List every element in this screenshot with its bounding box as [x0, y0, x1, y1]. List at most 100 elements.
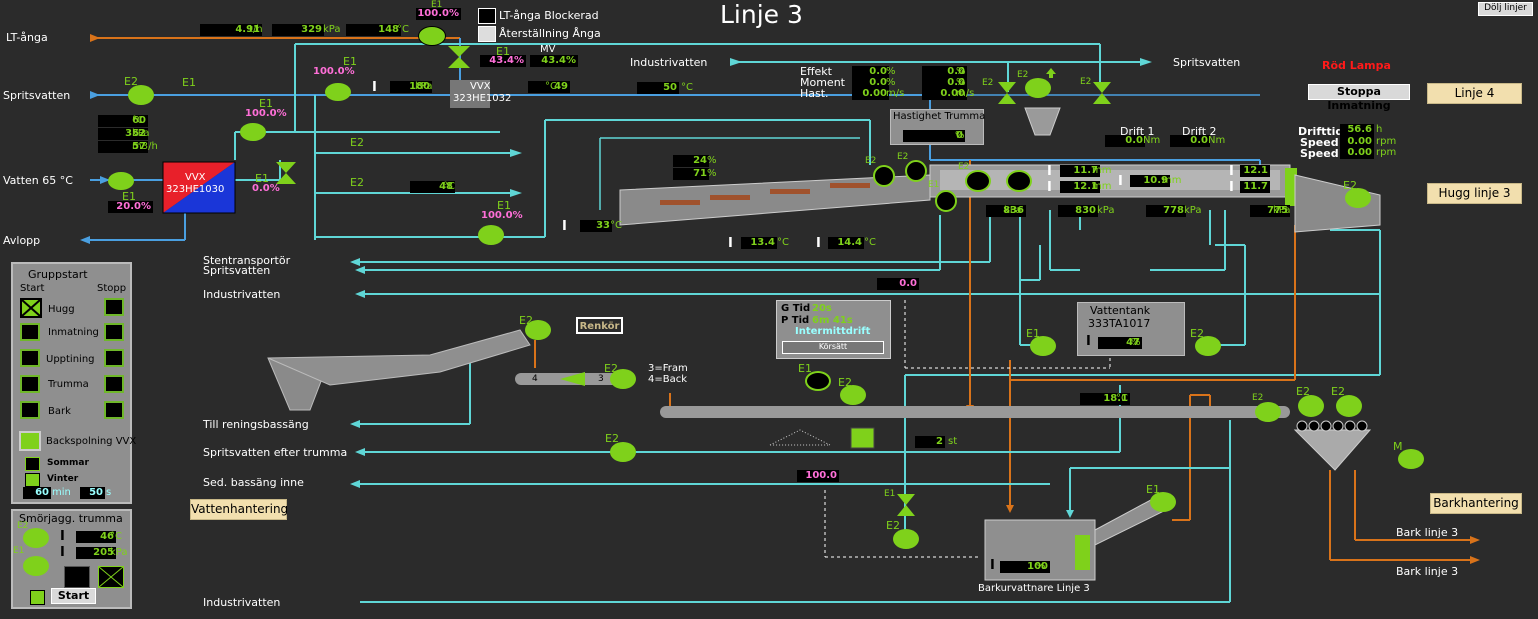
sprits-efter-pump-icon[interactable] [610, 442, 636, 462]
label-vatten65: Vatten 65 °C [3, 174, 73, 187]
drifttid-label: Drifttid [1298, 125, 1344, 138]
backflush-min-unit: min [52, 487, 71, 498]
hugg-line3-button[interactable]: Hugg linje 3 [1427, 183, 1522, 204]
reset-steam-checkbox[interactable] [478, 26, 496, 42]
drum-outlet-pump-icon[interactable] [1345, 188, 1371, 208]
label-spritsvatten-top: Spritsvatten [1173, 56, 1241, 69]
cleaner-pump-icon[interactable] [840, 385, 866, 405]
lt-blocked-label: LT-ånga Blockerad [499, 9, 599, 22]
bottom-valve-icon[interactable] [478, 225, 504, 245]
group-bark-stop-button[interactable] [104, 401, 124, 419]
vvx1030-id: 323HE1030 [166, 184, 225, 195]
steam-mv-label: MV [540, 44, 556, 55]
barkhantering-button[interactable]: Barkhantering [1430, 493, 1522, 514]
sprit-e2-label: E2 [124, 75, 138, 88]
gap5-value: 11.7 [1240, 181, 1270, 193]
lube-pressure-unit: kPa [110, 547, 128, 558]
hide-lines-button[interactable]: Dölj linjer [1478, 2, 1533, 16]
conveyor-motor-icon[interactable] [610, 369, 636, 389]
hot-water-pressure-unit: kPa [132, 128, 150, 139]
stone-conveyor-motor-icon[interactable] [525, 320, 551, 340]
backflush-min-value[interactable]: 60 [23, 487, 51, 499]
drum-spray-valve-d-icon[interactable] [935, 190, 957, 212]
group-hugg-stop-button[interactable] [104, 298, 124, 316]
pressure2-unit: kPa [1097, 205, 1115, 216]
group-trumma-start-button[interactable] [20, 375, 40, 393]
sommar-radio[interactable] [25, 457, 40, 471]
group-inmatning-start-button[interactable] [20, 323, 40, 341]
lt-blocked-checkbox[interactable] [478, 8, 496, 24]
sprit-e1b-valve-icon[interactable] [325, 83, 351, 101]
label-stentransport: Stentransportör [203, 254, 291, 267]
hot-water-e2-label2: E2 [350, 176, 364, 189]
lube-pump2-icon[interactable] [23, 556, 49, 576]
water-inlet-pct: 20.0% [108, 201, 153, 213]
count-unit: st [948, 436, 958, 447]
sprit-pump-icon[interactable] [128, 85, 154, 105]
hast-label: Hast. [800, 87, 829, 100]
korsatt-button[interactable]: Körsätt [782, 341, 884, 354]
gap1-indicator-i: I [1047, 164, 1052, 179]
water-tank-pump1-icon[interactable] [1030, 336, 1056, 356]
backflush-s-value[interactable]: 50 [80, 487, 105, 499]
lube-indicator2[interactable] [98, 566, 124, 588]
hast1-value: 0.00 [852, 88, 889, 100]
bark-water-pump-icon[interactable] [893, 529, 919, 549]
drum-speed-unit: % [955, 130, 965, 141]
drum-spray-valve-a-icon[interactable] [873, 165, 895, 187]
pressure2-value: 830 [1058, 205, 1098, 217]
feed1-unit: % [707, 155, 717, 166]
renkor-button[interactable]: Renkör [576, 317, 623, 334]
water-tank-level-unit: % [1131, 337, 1141, 348]
water-tank-pump2-icon[interactable] [1195, 336, 1221, 356]
sprit-e1b-pct: 100.0% [313, 66, 355, 77]
group-hugg-start-button[interactable] [20, 298, 42, 318]
steam-valve-icon[interactable] [418, 26, 446, 46]
water-tank-id: 333TA1017 [1088, 317, 1151, 330]
sprits-efter-e2-label: E2 [605, 432, 619, 445]
water-inlet-valve-icon[interactable] [108, 172, 134, 190]
hot-water-pressure: 352 [98, 128, 148, 140]
backspolning-button[interactable] [19, 431, 41, 451]
group-bark-start-button[interactable] [20, 401, 40, 419]
drum-spray-valve-b-icon[interactable] [905, 160, 927, 182]
bark-screw-motor1-icon[interactable] [1298, 395, 1324, 417]
hot-water-flow-unit: m3/h [132, 141, 158, 152]
group-upptining-start-button[interactable] [20, 349, 40, 367]
drift2-value: 0.0 [1170, 135, 1210, 147]
temp33-indicator-i: I [562, 219, 567, 234]
bark-screw-rollers [1296, 417, 1371, 432]
sprit-e1b-label: E1 [343, 55, 357, 68]
conveyor-three: 3 [598, 374, 604, 384]
lube-start-button[interactable]: Start [51, 588, 96, 604]
label-industrivatten-top: Industrivatten [630, 56, 708, 69]
lube-pump1-icon[interactable] [23, 528, 49, 548]
bark-screw-motor2-icon[interactable] [1336, 395, 1362, 417]
bark-mill-motor-icon[interactable] [1398, 449, 1424, 469]
hast2-unit: m/s [956, 88, 975, 99]
hot-water-e2-label: E2 [350, 136, 364, 149]
group-upptining-stop-button[interactable] [104, 349, 124, 367]
bark-water-level-unit: % [1036, 561, 1046, 572]
group-inmatning-stop-button[interactable] [104, 323, 124, 341]
vvx1032-temp-out2-unit: °C [681, 82, 693, 93]
drum-motor2-icon[interactable] [1006, 170, 1032, 192]
drum-motor1-icon[interactable] [965, 170, 991, 192]
drum-feed-pump-icon[interactable] [1025, 78, 1051, 98]
steam-e1-label: E1 [496, 45, 510, 58]
drifttid-unit: h [1376, 124, 1383, 135]
bark-water-conveyor-motor-icon[interactable] [1150, 492, 1176, 512]
drum-e2c-label: E2 [958, 162, 970, 172]
hast2-value: 0.00 [922, 88, 967, 100]
group-trumma-stop-button[interactable] [104, 375, 124, 393]
long-conveyor-motor-icon[interactable] [1255, 402, 1281, 422]
steam-mv-pct: 43.4% [530, 55, 578, 67]
hot-water-e1-label2: E1 [255, 172, 269, 185]
vattenhantering-button[interactable]: Vattenhantering [190, 499, 288, 520]
stop-infeed-button[interactable]: Stoppa Inmatning [1308, 84, 1410, 112]
vinter-radio[interactable] [25, 473, 40, 487]
hot-water-valve-icon[interactable] [240, 123, 266, 141]
bottom-valve-pct: 100.0% [481, 210, 523, 221]
line4-button[interactable]: Linje 4 [1427, 83, 1522, 104]
cleaner-motor-icon[interactable] [805, 371, 831, 391]
